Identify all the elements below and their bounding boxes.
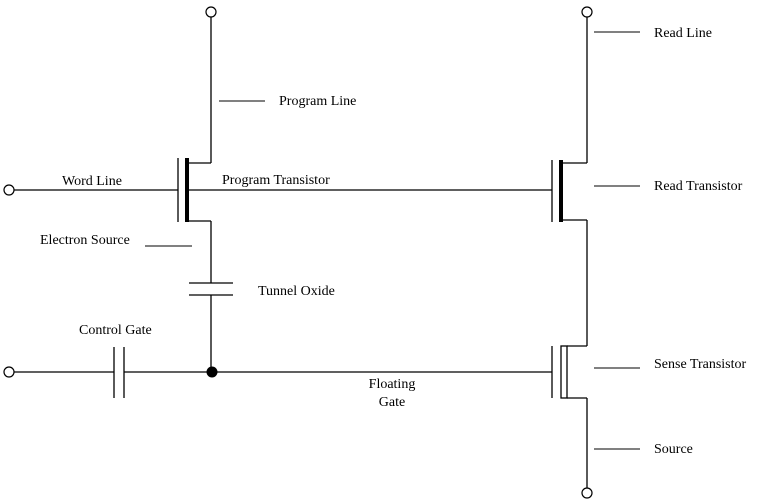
source-terminal [581, 487, 593, 499]
program-line-terminal [205, 6, 217, 18]
floating-gate-label-line1: Floating [369, 377, 416, 392]
read-line-terminal [581, 6, 593, 18]
tunnel-oxide-label: Tunnel Oxide [258, 284, 335, 299]
electron-source-label: Electron Source [40, 233, 130, 248]
control-gate-label: Control Gate [79, 323, 152, 338]
floating-gate-junction-dot [206, 366, 218, 378]
sense-transistor-channel [560, 345, 568, 399]
control-gate-terminal [3, 366, 15, 378]
program-transistor-label: Program Transistor [222, 173, 330, 188]
program-line-label: Program Line [279, 94, 356, 109]
sense-transistor-label: Sense Transistor [654, 357, 747, 372]
word-line-label: Word Line [62, 174, 122, 189]
word-line-terminal [3, 184, 15, 196]
read-transistor-label: Read Transistor [654, 179, 743, 194]
floating-gate-label-line2: Gate [379, 395, 405, 410]
read-line-label: Read Line [654, 26, 712, 41]
source-label: Source [654, 442, 693, 457]
